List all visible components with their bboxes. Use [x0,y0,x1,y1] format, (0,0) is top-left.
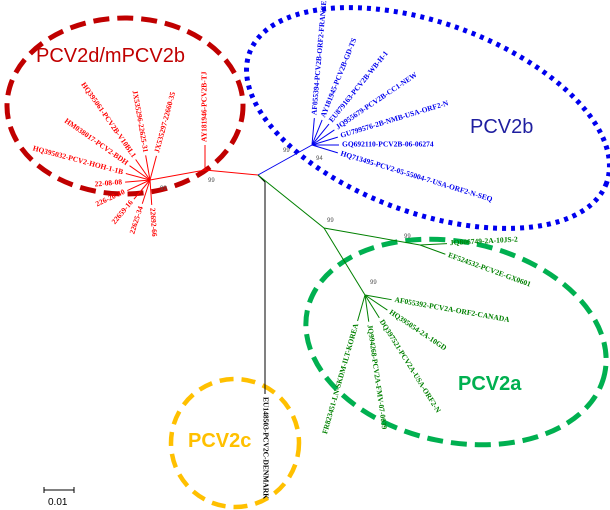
branch [357,294,366,322]
pcv2c-circle [168,376,302,510]
branch [311,123,330,146]
branches [125,118,447,394]
branch [364,294,392,301]
bootstrap-value: 99 [404,234,411,240]
taxon-label: JX535297-22660-35 [152,91,177,154]
bootstrap-value: 99 [208,178,215,184]
branch [141,179,151,204]
branch [311,129,335,146]
bootstrap-value: 94 [316,156,323,162]
branch [419,243,447,246]
branch [419,244,446,255]
group-label-pcv2b: PCV2b [470,116,533,138]
pcv2a-ellipse [303,236,609,448]
branch [311,118,315,146]
bootstrap-value: 99 [283,148,290,154]
branch [129,165,151,181]
branch [125,179,151,183]
taxon-label: 22-08-08 [94,177,122,188]
branch [311,136,338,146]
taxon-label: EF524532-PCV2E-GX0601 [447,250,533,288]
branch [257,144,313,176]
branch [127,179,151,192]
taxon-label: JQ806749-2A-10JS-2 [450,235,519,248]
bootstrap-value: 99 [327,218,334,224]
branch [364,294,388,311]
branch [323,227,366,296]
bootstrap-value: 99 [370,280,377,286]
taxon-label: 22692-66 [148,208,159,238]
group-label-pcv2d: PCV2d/mPCV2b [36,45,185,67]
taxon-label: JX535296-22625-31 [131,90,151,154]
branch [135,159,151,181]
taxon-label: EU148503-PCV2C-DENMARK [261,397,270,499]
branch [364,294,370,322]
group-label-pcv2a: PCV2a [458,373,522,395]
scale-bar: 0.01 [43,487,75,508]
branch [149,179,153,205]
group-label-pcv2c: PCV2c [188,430,251,452]
branch [257,174,421,246]
pcv2b-ellipse [244,5,610,231]
taxon-label: AY181946-PCV2B-TJ [200,71,209,142]
branch [311,119,323,146]
pcv2d-ellipse [4,15,246,197]
branch [145,155,151,181]
bootstrap-value: 99 [160,186,167,192]
branch [149,155,157,181]
branch [364,294,380,319]
scale-bar-label: 0.01 [48,497,68,508]
branch [133,179,151,200]
branch [125,173,151,181]
taxon-label: DQ397521-PCV2A-USA-ORF2-N [378,318,443,415]
branch [311,144,338,154]
taxon-label: GQ692110-PCV2B-06-06274 [342,140,434,149]
